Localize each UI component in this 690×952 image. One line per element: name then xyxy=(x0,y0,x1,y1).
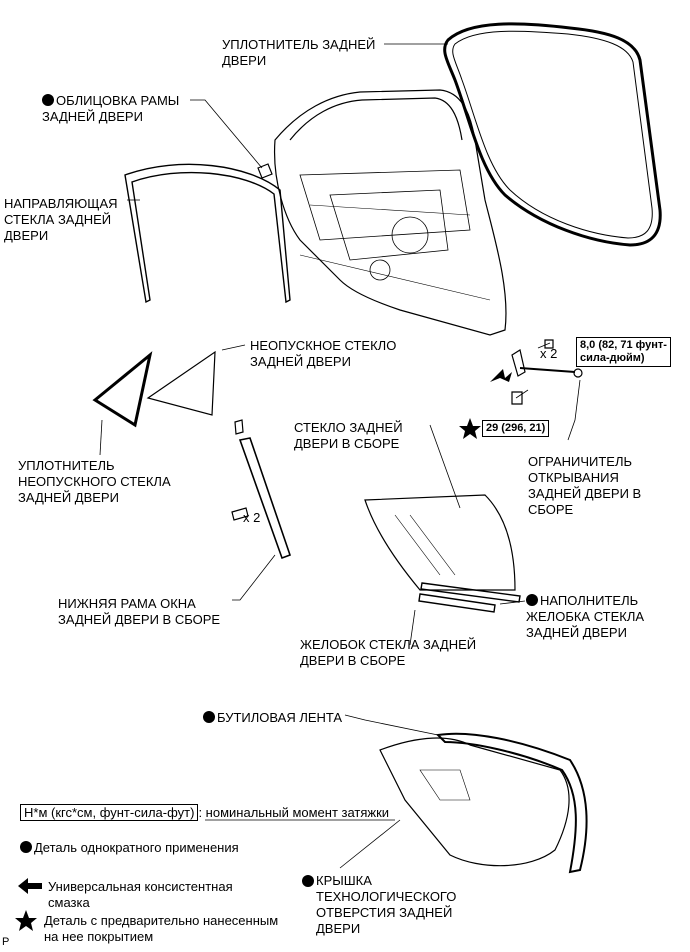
run-channel-part xyxy=(418,593,496,613)
label-glass-sub: СТЕКЛО ЗАДНЕЙ ДВЕРИ В СБОРЕ xyxy=(294,420,403,451)
label-quarter-glass: НЕОПУСКНОЕ СТЕКЛО ЗАДНЕЙ ДВЕРИ xyxy=(250,338,397,369)
non-reusable-dot-icon xyxy=(526,594,538,606)
bolt-star-icon xyxy=(459,418,481,439)
torque-bolt: 29 (296, 21) xyxy=(482,420,550,437)
label-run-channel: ЖЕЛОБОК СТЕКЛА ЗАДНЕЙ ДВЕРИ В СБОРЕ xyxy=(300,637,477,668)
channel-filler-part xyxy=(420,582,521,603)
label-glass-run: НАПРАВЛЯЮЩАЯ СТЕКЛА ЗАДНЕЙ ДВЕРИ xyxy=(4,196,118,243)
frame-garnish-part xyxy=(257,163,273,179)
lower-frame-screw xyxy=(234,419,244,435)
legend-arrow-icon xyxy=(18,878,42,894)
frame-screw-count: x 2 xyxy=(243,510,261,525)
legend-precoated: Деталь с предварительно нанесенным на не… xyxy=(44,913,279,944)
door-glass-part xyxy=(364,494,516,591)
hole-cover-part xyxy=(379,737,570,867)
legend-grease: Универсальная консистентная смазка xyxy=(48,879,233,910)
non-reusable-dot-icon xyxy=(203,711,215,723)
check-bolt-count: x 2 xyxy=(540,346,558,361)
label-butyl-tape: БУТИЛОВАЯ ЛЕНТА xyxy=(203,710,342,726)
door-check-part xyxy=(511,349,583,378)
lower-frame-part xyxy=(238,437,292,560)
legend-dot-icon xyxy=(20,841,32,853)
non-reusable-dot-icon xyxy=(302,875,314,887)
legend-non-reusable: Деталь однократного применения xyxy=(20,840,239,856)
label-channel-filler: НАПОЛНИТЕЛЬ ЖЕЛОБКА СТЕКЛА ЗАДНЕЙ ДВЕРИ xyxy=(526,593,645,640)
grease-arrow-mark xyxy=(490,369,512,382)
label-hole-cover: КРЫШКА ТЕХНОЛОГИЧЕСКОГО ОТВЕРСТИЯ ЗАДНЕЙ… xyxy=(302,873,456,937)
torque-nut: 8,0 (82, 71 фунт- сила-дюйм) xyxy=(576,337,671,367)
glass-run xyxy=(124,163,291,304)
quarter-glass-part xyxy=(146,350,216,416)
legend-torque: Н*м (кгс*см, фунт-сила-фут): номинальный… xyxy=(20,804,390,821)
leader-lines xyxy=(99,43,581,869)
rear-door-panel xyxy=(273,89,507,336)
legend-torque-desc: : номинальный момент затяжки xyxy=(198,805,390,820)
label-frame-garnish: ОБЛИЦОВКА РАМЫ ЗАДНЕЙ ДВЕРИ xyxy=(42,93,180,124)
footer-letter: P xyxy=(2,936,10,948)
label-lower-frame: НИЖНЯЯ РАМА ОКНА ЗАДНЕЙ ДВЕРИ В СБОРЕ xyxy=(58,596,221,627)
door-weatherstrip xyxy=(443,22,662,247)
legend-torque-format: Н*м (кгс*см, фунт-сила-фут) xyxy=(20,804,199,821)
quarter-weatherstrip-part xyxy=(92,351,153,428)
non-reusable-dot-icon xyxy=(42,94,54,106)
label-quarter-weatherstrip: УПЛОТНИТЕЛЬ НЕОПУСКНОГО СТЕКЛА ЗАДНЕЙ ДВ… xyxy=(18,458,171,505)
check-bolt xyxy=(511,391,523,405)
label-check-sub: ОГРАНИЧИТЕЛЬ ОТКРЫВАНИЯ ЗАДНЕЙ ДВЕРИ В С… xyxy=(528,454,642,517)
butyl-tape-part xyxy=(435,732,588,874)
frame-screw-bolt xyxy=(231,507,249,521)
legend-star-icon xyxy=(15,910,37,931)
label-weatherstrip: УПЛОТНИТЕЛЬ ЗАДНЕЙ ДВЕРИ xyxy=(222,37,376,68)
